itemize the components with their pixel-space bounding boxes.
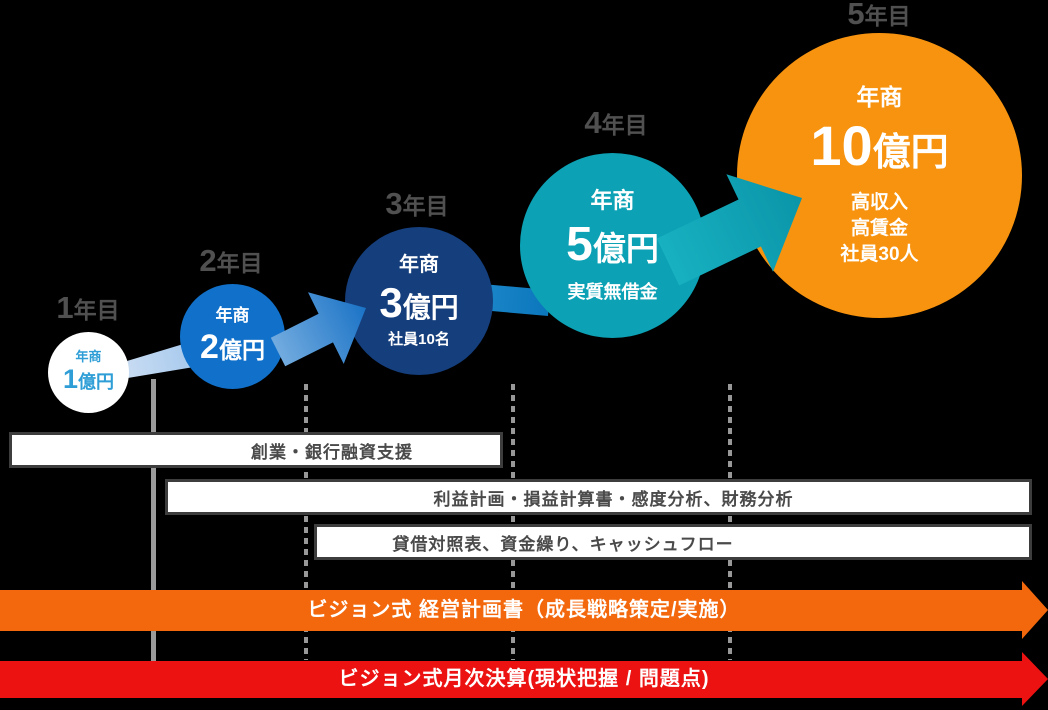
revenue-amount: 5億円 xyxy=(566,218,659,272)
support-bar-label: 創業・銀行融資支援 xyxy=(251,442,413,462)
revenue-note: 社員10名 xyxy=(388,331,450,349)
support-bar-label: 利益計画・損益計算書・感度分析、財務分析 xyxy=(433,489,794,509)
revenue-prefix: 年商 xyxy=(590,187,635,213)
monthly-closing-bar-body xyxy=(0,661,1022,698)
revenue-amount: 3億円 xyxy=(379,278,459,326)
year-label-2: 2年目 xyxy=(199,243,263,278)
timeline-line-solid xyxy=(151,379,156,661)
revenue-note: 高収入 xyxy=(850,192,908,214)
revenue-note: 社員30人 xyxy=(840,243,919,265)
year-label-4: 4年目 xyxy=(584,105,648,140)
year-label-5: 5年目 xyxy=(847,0,911,31)
revenue-amount: 10億円 xyxy=(810,114,949,178)
year-label-3: 3年目 xyxy=(385,186,449,221)
milestone-circle-year3: 年商 3億円 社員10名 xyxy=(345,227,493,375)
support-bar-label: 貸借対照表、資金繰り、キャッシュフロー xyxy=(392,534,734,554)
monthly-closing-arrow-bar: ビジョン式月次決算(現状把握 / 問題点) xyxy=(0,652,1048,706)
revenue-amount: 2億円 xyxy=(200,327,265,366)
year-label-1: 1年目 xyxy=(56,290,120,325)
revenue-prefix: 年商 xyxy=(75,348,102,364)
monthly-closing-bar-label: ビジョン式月次決算(現状把握 / 問題点) xyxy=(338,668,710,690)
vision-plan-arrow-bar: ビジョン式 経営計画書（成長戦略策定/実施） xyxy=(0,581,1048,640)
support-bar-profit-plan: 利益計画・損益計算書・感度分析、財務分析 xyxy=(165,479,1032,515)
revenue-prefix: 年商 xyxy=(215,306,250,326)
monthly-closing-arrowhead-icon xyxy=(1022,652,1048,706)
revenue-note: 高賃金 xyxy=(850,218,908,240)
revenue-notes: 高収入 高賃金 社員30人 xyxy=(840,190,918,267)
revenue-prefix: 年商 xyxy=(399,253,439,276)
vision-plan-arrowhead-icon xyxy=(1022,581,1048,639)
milestone-circle-year4: 年商 5億円 実質無借金 xyxy=(520,153,705,338)
milestone-circle-year1: 年商 1億円 xyxy=(48,332,129,413)
vision-plan-bar-body xyxy=(0,590,1022,631)
revenue-note: 実質無借金 xyxy=(567,282,658,303)
milestone-circle-year2: 年商 2億円 xyxy=(180,284,285,389)
milestone-circle-year5: 年商 10億円 高収入 高賃金 社員30人 xyxy=(737,33,1022,318)
timeline-line-dotted-3 xyxy=(728,384,732,660)
vision-plan-bar-label: ビジョン式 経営計画書（成長戦略策定/実施） xyxy=(307,599,741,621)
support-bar-balance-sheet: 貸借対照表、資金繰り、キャッシュフロー xyxy=(314,524,1032,560)
timeline-line-dotted-1 xyxy=(304,384,308,660)
support-bar-founding: 創業・銀行融資支援 xyxy=(9,432,503,468)
revenue-prefix: 年商 xyxy=(856,83,903,110)
revenue-amount: 1億円 xyxy=(62,364,115,395)
timeline-line-dotted-2 xyxy=(511,384,515,660)
